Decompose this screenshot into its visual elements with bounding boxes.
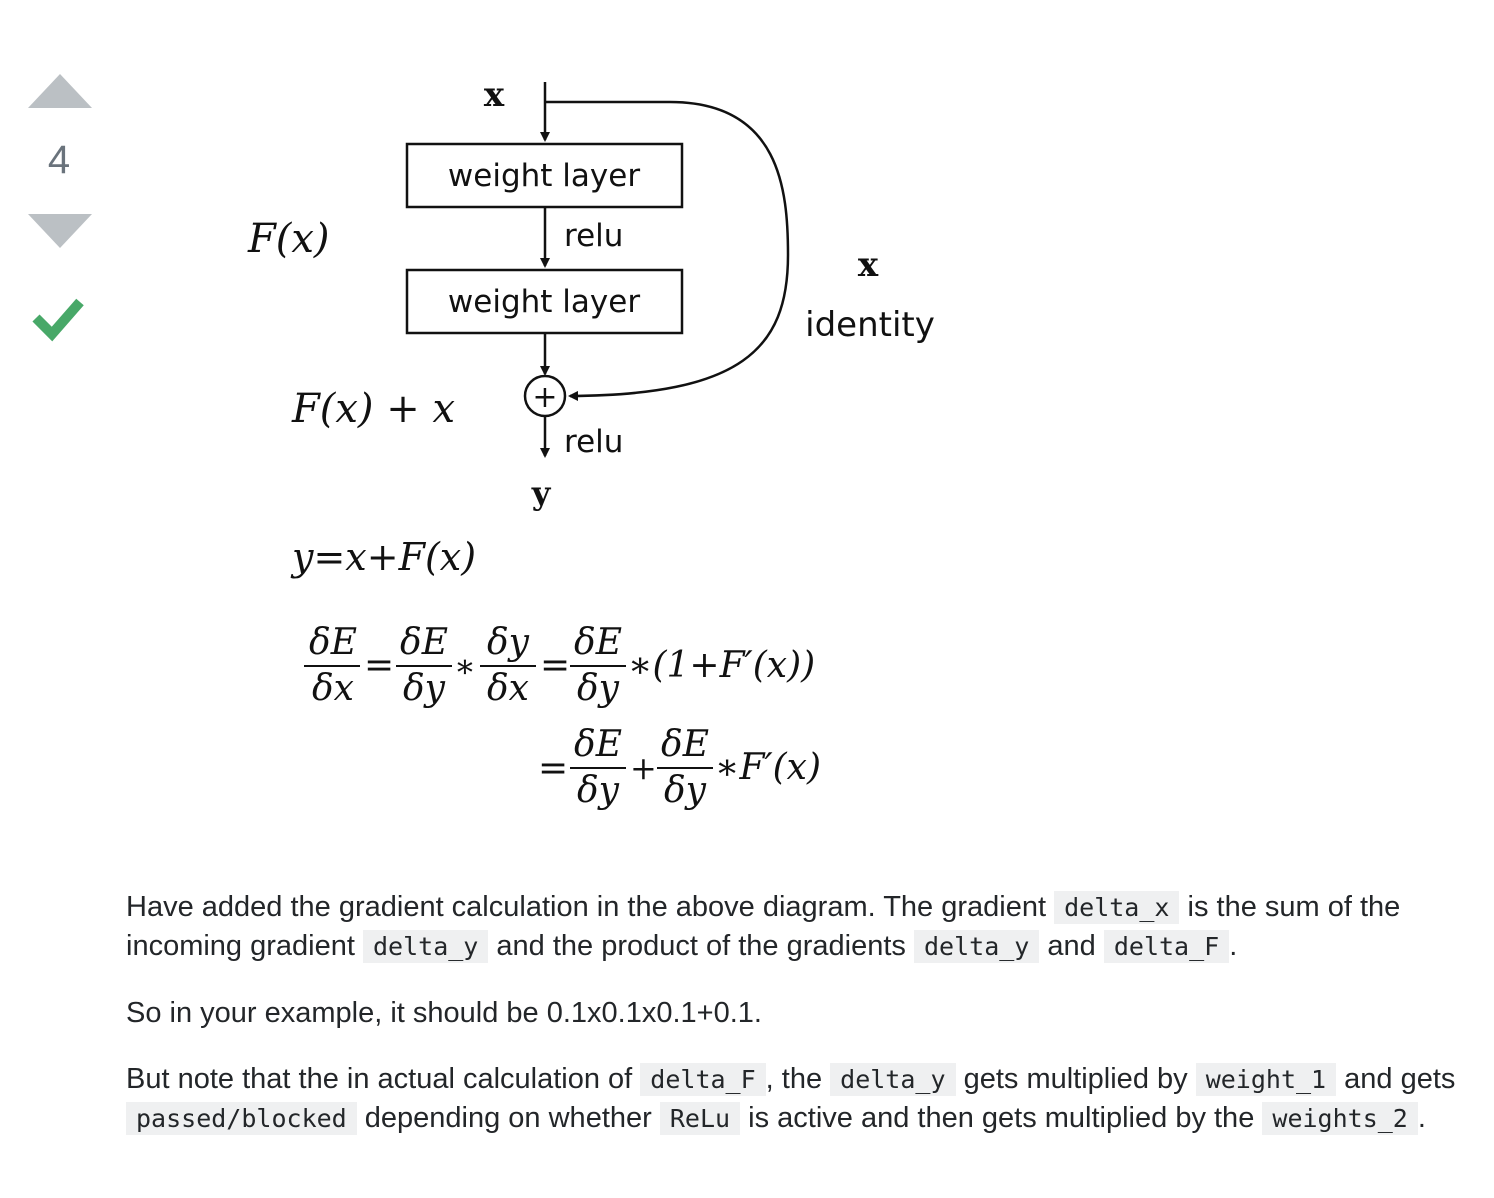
vote-count: 4 (47, 138, 71, 182)
output-y-label: y (531, 474, 552, 512)
equals-1: = (364, 645, 394, 686)
accepted-checkmark-icon (32, 298, 84, 342)
identity-skip-connection (545, 100, 790, 401)
frac3-num: δy (487, 622, 530, 663)
inline-code: weight_1 (1195, 1063, 1337, 1096)
weight-layer-label-1: weight layer (448, 158, 640, 194)
frac6-num: δE (661, 724, 709, 765)
answer-paragraph-1: Have added the gradient calculation in t… (126, 891, 1401, 963)
frac2-den: δy (403, 668, 446, 709)
frac4-num: δE (574, 622, 622, 663)
inline-code: delta_F (640, 1063, 766, 1096)
equation-line-2-tail: ∗F′(x) (715, 747, 821, 788)
residual-block-diagram: x weight layer relu weight layer + relu … (247, 75, 935, 811)
inline-code: delta_y (913, 930, 1040, 963)
weight-layer-box-2 (405, 268, 684, 335)
answer-paragraph-3: But note that the in actual calculation … (126, 1063, 1456, 1135)
times-1: ∗ (454, 647, 476, 685)
frac1-num: δE (309, 622, 357, 663)
equals-3: = (538, 748, 568, 789)
residual-block-figure: x weight layer relu weight layer + relu … (240, 70, 960, 830)
input-x-label: x (484, 75, 505, 115)
answer-paragraph-2: So in your example, it should be 0.1x0.1… (126, 997, 762, 1029)
upvote-arrow-icon[interactable] (28, 74, 92, 108)
inline-code: ReLu (659, 1102, 741, 1135)
identity-label: identity (805, 305, 935, 345)
identity-x-label: x (858, 245, 879, 285)
frac6-den: δy (664, 770, 707, 811)
frac5-num: δE (574, 724, 622, 765)
inline-code: delta_y (362, 930, 489, 963)
answer-body: Have added the gradient calculation in t… (126, 888, 1466, 1166)
weight-layer-box-1 (405, 142, 684, 209)
inline-code: delta_x (1054, 891, 1180, 924)
inline-code: weights_2 (1262, 1102, 1418, 1135)
frac1-den: δx (312, 668, 354, 709)
equals-2: = (540, 645, 570, 686)
downvote-arrow-icon[interactable] (28, 214, 92, 248)
inline-code: passed/blocked (126, 1102, 357, 1135)
inline-code: delta_y (830, 1063, 956, 1096)
relu-label-2: relu (564, 424, 623, 460)
frac4-den: δy (577, 668, 620, 709)
inline-code: delta_F (1103, 930, 1230, 963)
equation-y: y=x+F(x) (290, 535, 476, 579)
frac3-den: δx (487, 668, 529, 709)
fx-label: F(x) (247, 216, 330, 262)
frac5-den: δy (577, 770, 620, 811)
gradient-equation-line-1: δE δx = δE δy ∗ δy δx = δE δy ∗(1+F′(x)) (304, 622, 815, 709)
gradient-equation-line-2: = δE δy + δE δy ∗F′(x) (538, 724, 821, 811)
plus-sign: + (630, 749, 657, 787)
relu-label-1: relu (564, 218, 623, 254)
weight-layer-label-2: weight layer (448, 284, 640, 320)
addition-plus-sign: + (532, 380, 557, 415)
fx-plus-x-label: F(x) + x (291, 386, 455, 432)
equation-line-1-tail: ∗(1+F′(x)) (628, 645, 815, 686)
frac2-num: δE (400, 622, 448, 663)
